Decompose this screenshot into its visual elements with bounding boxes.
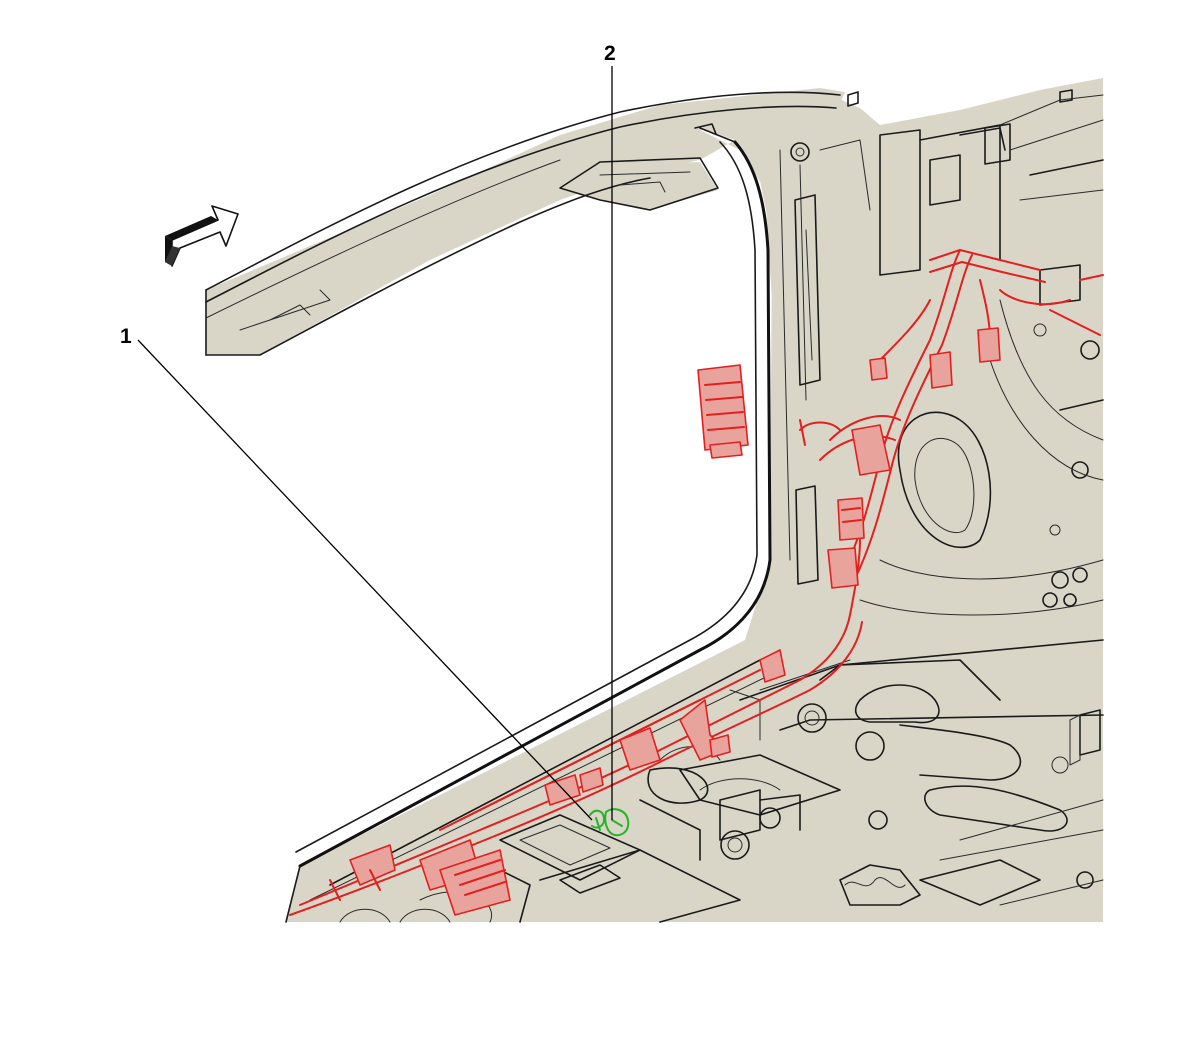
body-outline [205,89,1104,923]
callout-label-2: 2 [604,42,616,65]
forward-arrow-icon [165,205,239,267]
callout-label-1: 1 [120,325,132,348]
body-structure [206,78,1103,922]
leader-line-1 [137,339,593,821]
ground-terminal [589,808,630,837]
wiring-harness [289,249,1104,916]
callout-leaders [137,66,613,821]
